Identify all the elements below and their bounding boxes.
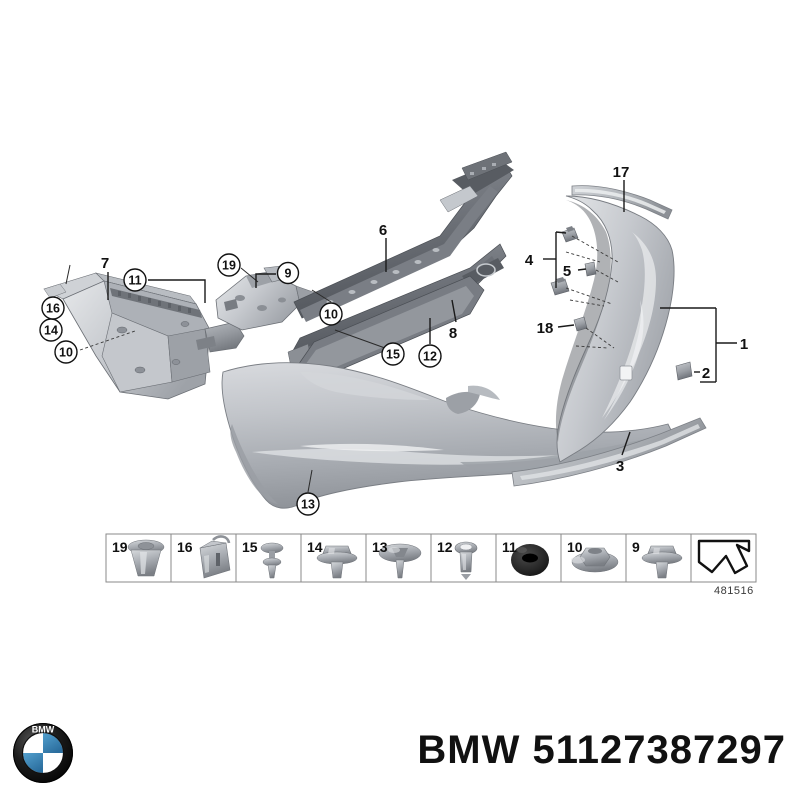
legend-cell-15 [235, 533, 302, 583]
callout-10-left-label: 10 [59, 346, 73, 360]
view-direction-arrow-icon [697, 539, 751, 575]
callout-circle-10-left: 10 [54, 340, 78, 364]
callout-16-label: 16 [46, 302, 60, 316]
callout-10-mid-label: 10 [324, 308, 338, 322]
callout-19-label: 19 [222, 259, 236, 273]
callout-circle-11: 11 [123, 268, 147, 292]
leader-lines [65, 180, 737, 493]
bmw-roundel-logo: BMW [12, 722, 74, 784]
legend-number-14: 14 [307, 539, 323, 555]
legend-number-10: 10 [567, 539, 583, 555]
part-7-left-bracket [43, 272, 245, 400]
callout-circle-16: 16 [41, 296, 65, 320]
fastener-icon-box-clip [199, 535, 231, 579]
callout-17: 17 [613, 164, 630, 181]
part-2-corner-clip [675, 361, 693, 381]
circled-callouts: 9 10 10 11 12 13 [39, 253, 442, 516]
footer-part-number: BMW 51127387297 [417, 728, 786, 772]
legend-number-19: 19 [112, 539, 128, 555]
part-17-upper-trim-strip [571, 185, 673, 220]
callout-6: 6 [379, 222, 387, 239]
callout-1: 1 [740, 336, 748, 353]
part-4-clip-upper [561, 226, 579, 243]
callout-circle-13: 13 [296, 492, 320, 516]
fastener-icon-flanged-collar-clip [378, 543, 422, 579]
callout-12-label: 12 [423, 350, 437, 364]
legend-numbers: 19 16 15 14 13 12 11 10 9 [112, 539, 640, 555]
callout-5: 5 [563, 263, 571, 280]
callout-8: 8 [449, 325, 457, 342]
callout-13-label: 13 [301, 498, 315, 512]
plain-callouts: 1 2 3 4 5 6 7 8 17 18 [101, 164, 748, 475]
callout-circle-9: 9 [276, 261, 300, 285]
legend-number-12: 12 [437, 539, 453, 555]
part-left-fragment [43, 283, 67, 299]
callout-11-label: 11 [128, 274, 141, 288]
fastener-icon-flat-head-pin [454, 541, 478, 580]
part-18-clip [573, 316, 588, 332]
part-6-upper-rail [293, 151, 514, 322]
fastener-icon-conical-grommet-clip [127, 539, 165, 577]
callout-15-label: 15 [386, 348, 400, 362]
legend-number-13: 13 [372, 539, 388, 555]
legend-number-9: 9 [632, 539, 640, 555]
callout-circle-10-mid: 10 [319, 302, 343, 326]
callout-circle-12: 12 [418, 344, 442, 368]
callout-2: 2 [702, 365, 710, 382]
legend-number-16: 16 [177, 539, 193, 555]
fastener-icon-push-pin-rivet [260, 542, 284, 579]
callout-3: 3 [616, 458, 624, 475]
fastener-icon-flanged-hex-screw-14 [316, 545, 358, 579]
callout-4: 4 [525, 252, 534, 269]
bmw-logo-letters: BMW [32, 725, 55, 735]
callout-9-label: 9 [285, 267, 292, 281]
part-5-clip [584, 261, 597, 277]
callout-circle-15: 15 [381, 342, 405, 366]
callout-14-label: 14 [44, 324, 58, 338]
diagram-reference-number: 481516 [714, 585, 754, 597]
callout-7: 7 [101, 255, 109, 272]
fastener-icon-hex-nut-washer [571, 547, 619, 573]
part-13-bumper-cover [221, 362, 677, 509]
legend-number-15: 15 [242, 539, 258, 555]
fastener-icon-flanged-hex-screw-9 [641, 545, 683, 579]
part-3-lower-trim-strip [511, 417, 707, 487]
callout-circle-19: 19 [217, 253, 241, 277]
callout-18: 18 [537, 320, 554, 337]
fastener-icon-rubber-grommet [511, 544, 549, 576]
legend-number-11: 11 [502, 539, 517, 555]
